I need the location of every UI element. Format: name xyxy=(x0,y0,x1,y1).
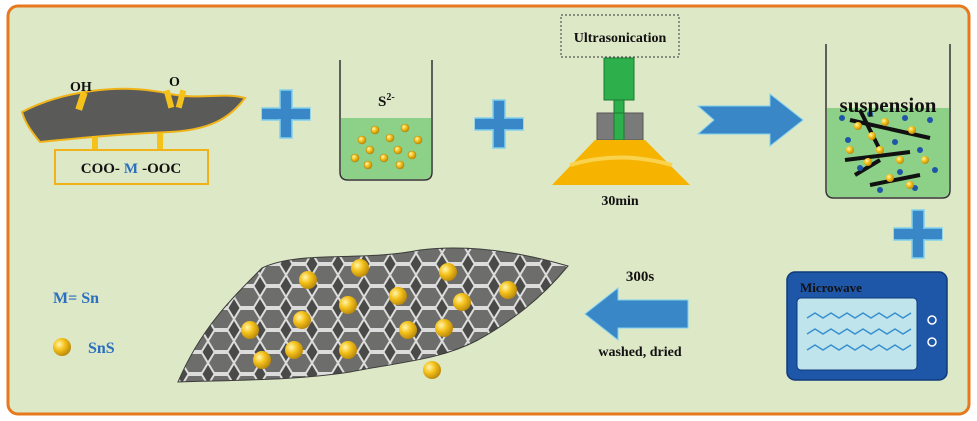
ultrasonication-label: Ultrasonication xyxy=(574,31,667,46)
plus-sign-3 xyxy=(893,209,943,259)
arrow-left xyxy=(584,286,689,342)
sonication-time: 30min xyxy=(601,194,639,209)
legend-particle-icon xyxy=(53,338,71,356)
microwave-wave-3 xyxy=(806,344,912,351)
product-particles xyxy=(241,259,517,379)
microwave-label: Microwave xyxy=(800,280,862,295)
o-bond-right xyxy=(175,89,187,109)
sulfide-label: S2- xyxy=(378,92,395,110)
microwave-oven xyxy=(786,271,948,381)
connector-right xyxy=(157,133,163,150)
o-bond-left xyxy=(163,89,175,109)
oh-bond xyxy=(75,91,88,111)
microwave-knob-2 xyxy=(927,337,937,347)
suspension-mixture xyxy=(839,109,938,193)
connector-left xyxy=(92,136,98,150)
complex-label: COO-M-OOC xyxy=(81,161,182,177)
precursor-sheet xyxy=(20,87,247,150)
ultrasonication-box xyxy=(560,14,680,58)
oh-label: OH xyxy=(70,80,92,95)
post-treatment-label: washed, dried xyxy=(598,345,681,360)
suspension-label: suspension xyxy=(840,93,937,117)
ultrasonic-probe xyxy=(552,57,690,185)
microwave-time: 300s xyxy=(626,269,655,285)
plus-sign-2 xyxy=(474,99,524,149)
product-sheet xyxy=(177,247,569,383)
plus-sign-1 xyxy=(261,89,311,139)
microwave-wave-1 xyxy=(806,312,912,319)
microwave-wave-2 xyxy=(806,328,912,335)
beaker-sulfide xyxy=(339,60,433,181)
complex-box xyxy=(54,149,209,185)
sulfide-particles xyxy=(350,123,423,170)
legend-metal-definition: M= Sn xyxy=(53,290,99,307)
legend-particle-label: SnS xyxy=(88,340,115,357)
microwave-knob-1 xyxy=(927,315,937,325)
beaker-suspension xyxy=(825,44,951,199)
o-label: O xyxy=(169,75,180,90)
arrow-right xyxy=(696,92,804,148)
